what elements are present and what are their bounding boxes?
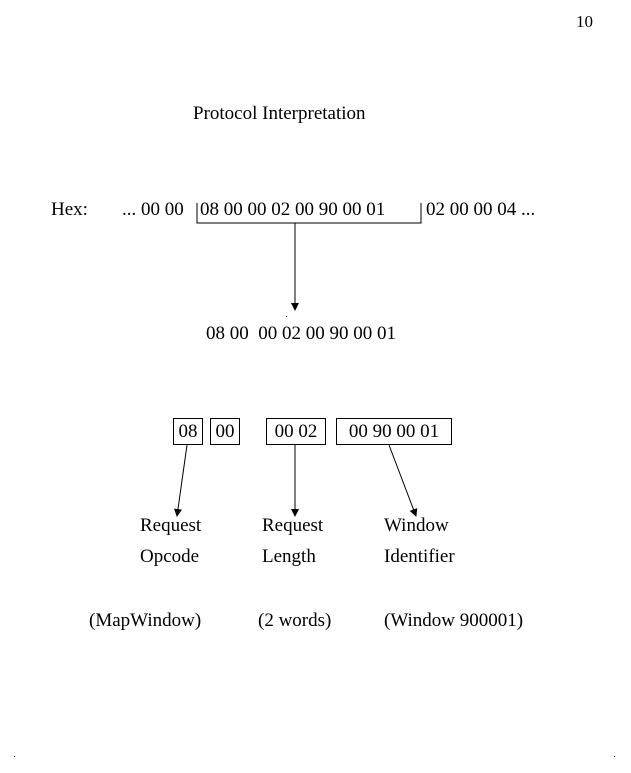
diagram-title: Protocol Interpretation — [193, 103, 366, 124]
opcode-arrow — [174, 444, 188, 517]
field-box-window-id: 00 90 00 01 — [336, 418, 452, 445]
window-id-note: (Window 900001) — [384, 610, 524, 631]
window-id-label-line1: Window — [384, 515, 449, 536]
length-label-line1: Request — [262, 515, 324, 536]
stray-dot — [286, 316, 287, 317]
hex-label: Hex: — [51, 199, 88, 220]
selection-bracket — [196, 203, 422, 224]
window-id-label-line2: Identifier — [384, 546, 455, 567]
window-id-arrow — [388, 444, 418, 517]
field-box-length: 00 02 — [266, 418, 326, 445]
opcode-label-line1: Request — [140, 515, 202, 536]
length-note: (2 words) — [258, 610, 332, 631]
page-number: 10 — [576, 12, 593, 31]
length-label-line2: Length — [262, 546, 316, 567]
field-box-opcode: 08 — [173, 418, 203, 445]
opcode-label-line2: Opcode — [140, 546, 200, 567]
corner-dot-right — [614, 756, 615, 757]
field-box-pad: 00 — [210, 418, 240, 445]
hex-prefix: ... 00 00 — [122, 199, 184, 220]
hex-selected: 08 00 00 02 00 90 00 01 — [200, 199, 386, 220]
extracted-bytes: 08 00 00 02 00 90 00 01 — [206, 323, 396, 344]
hex-suffix: 02 00 00 04 ... — [426, 199, 536, 220]
opcode-note: (MapWindow) — [89, 610, 202, 631]
corner-dot-left — [14, 756, 15, 757]
